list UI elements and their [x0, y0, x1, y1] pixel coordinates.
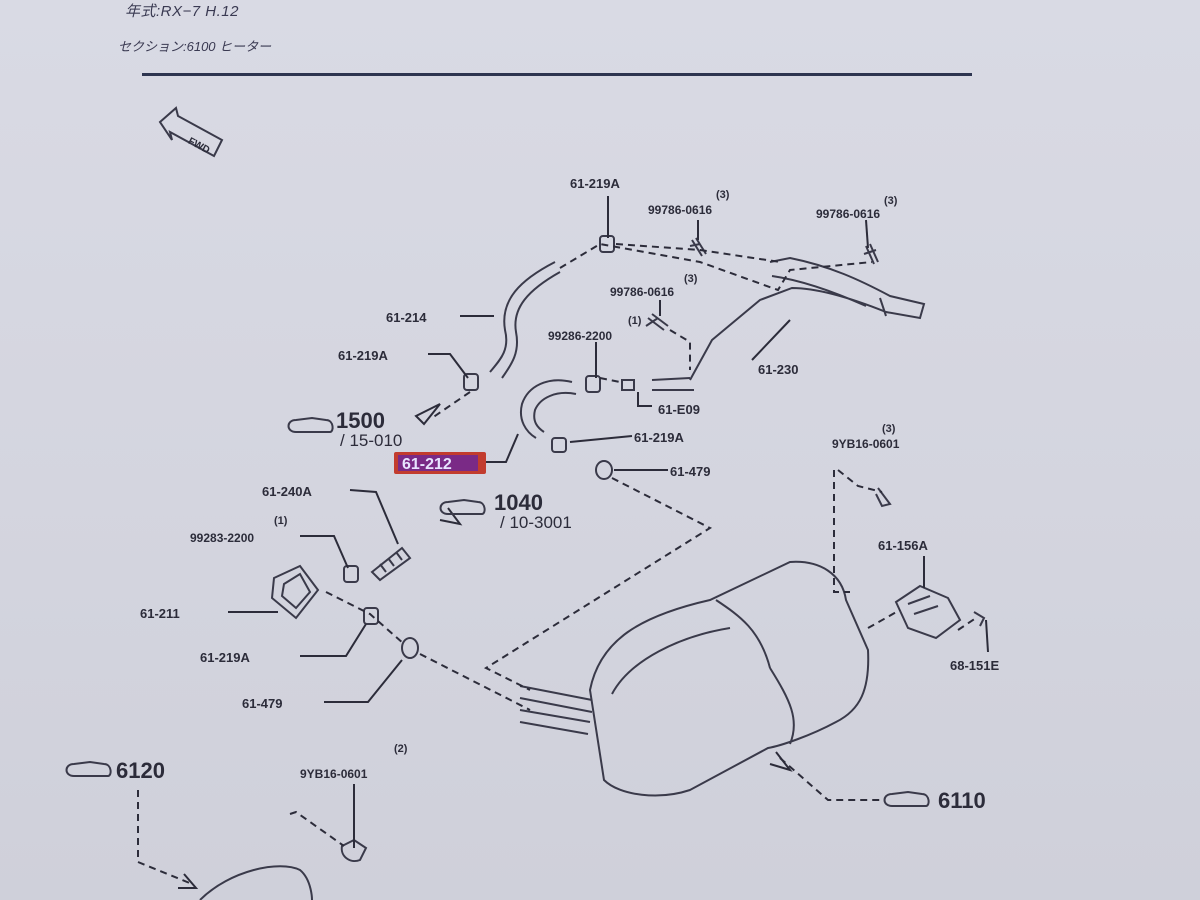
pointing-hand-icon-1040 [439, 498, 486, 515]
qty-9YB16-bot: (2) [394, 743, 408, 755]
fwd-label: FWD [186, 136, 211, 156]
ref-1040-sub: / 10-3001 [500, 513, 572, 532]
pointing-hand-icon-1500 [287, 416, 334, 433]
leader-61-e09 [637, 392, 652, 407]
qty-99283: (1) [274, 515, 288, 527]
label-61-230: 61-230 [758, 362, 798, 377]
ref-1500: 1500 [336, 408, 385, 433]
grommet-61-479-low [401, 637, 419, 659]
clip-68-151E [973, 611, 986, 627]
label-61-479-top: 61-479 [670, 464, 710, 479]
label-61-e09: 61-E09 [658, 402, 700, 417]
leader-61-230 [751, 319, 791, 361]
duct-6120-partial [199, 865, 313, 900]
highlight-61-212-inner [398, 455, 478, 471]
leader-61-240A [349, 489, 399, 545]
leader-61-212 [484, 433, 519, 463]
fitting-61-e09 [621, 379, 635, 391]
bolt-99786-c [645, 313, 669, 331]
arrow-1500 [414, 403, 441, 426]
section-title: セクション:6100 ヒーター [118, 39, 272, 54]
label-61-219A-left: 61-219A [338, 348, 388, 363]
label-61-212: 61-212 [402, 456, 452, 473]
label-68-151E: 68-151E [950, 658, 999, 673]
label-61-219A-mid: 61-219A [634, 430, 684, 445]
leader-61-219A-left [428, 353, 469, 379]
dash-lines [137, 242, 977, 885]
hose-61-212 [520, 379, 577, 439]
qty-9YB16-top: (3) [882, 423, 896, 435]
ref-6110: 6110 [938, 788, 986, 813]
leader-61-219A-mid [569, 435, 633, 443]
clamp-61-219A-low [363, 607, 379, 625]
label-9YB16-top: 9YB16-0601 [832, 437, 900, 451]
label-61-219A-low: 61-219A [200, 650, 250, 665]
header-divider [142, 73, 972, 76]
label-99786-a: 99786-0616 [648, 203, 712, 217]
hose-61-214 [489, 261, 561, 379]
leader-99786-b [865, 219, 869, 249]
label-61-211: 61-211 [140, 606, 180, 621]
label-99786-c: 99786-0616 [610, 285, 674, 299]
fwd-arrow-icon: FWD [158, 106, 224, 158]
leader-61-479-low [324, 659, 403, 703]
heater-core-unit [588, 560, 870, 797]
ref-1500-sub: / 15-010 [340, 431, 402, 450]
bolt-99786-a [689, 237, 707, 257]
qty-99786-a: (3) [716, 189, 730, 201]
pipe-61-e09-joint [651, 377, 694, 391]
qty-99786-b: (3) [884, 195, 898, 207]
hose-61-211 [270, 564, 320, 620]
arrow-6120 [178, 873, 199, 889]
qty-99786-c: (3) [684, 273, 698, 285]
label-61-156A: 61-156A [878, 538, 928, 553]
pointing-hand-icon-6110 [883, 790, 930, 807]
clamp-99283-2200 [343, 565, 359, 583]
label-99786-b: 99786-0616 [816, 207, 880, 221]
label-9YB16-bot: 9YB16-0601 [300, 767, 368, 781]
ref-6120: 6120 [116, 758, 165, 783]
heater-pipes [519, 685, 593, 735]
pointing-hand-icon-6120 [65, 760, 112, 777]
ref-1040: 1040 [494, 490, 543, 515]
qty-99286: (1) [628, 315, 642, 327]
leader-61-219A-low [300, 623, 367, 657]
arrow-1040 [439, 507, 463, 526]
clamp-61-219A-mid [551, 437, 567, 453]
clamp-99286-2200 [585, 375, 601, 393]
label-99286-2200: 99286-2200 [548, 329, 612, 343]
connector-61-240A [370, 546, 412, 582]
label-61-479-low: 61-479 [242, 696, 282, 711]
screw-9YB16-top [875, 487, 892, 508]
pipe-61-230 [689, 256, 926, 381]
label-61-214: 61-214 [386, 310, 427, 325]
leader-99283 [300, 535, 349, 569]
label-61-240A: 61-240A [262, 484, 312, 499]
clamp-61-219A-left [463, 373, 479, 391]
leader-68-151E [985, 619, 989, 653]
arrow-6110 [769, 751, 793, 772]
duct-61-156A [894, 584, 962, 640]
label-99283-2200: 99283-2200 [190, 531, 254, 545]
bolt-99786-b [863, 243, 879, 265]
screw-9YB16-bot [340, 838, 368, 862]
grommet-61-479-top [595, 460, 613, 480]
model-year: 年式:RX−7 H.12 [125, 3, 239, 20]
label-61-219A-top: 61-219A [570, 176, 620, 191]
